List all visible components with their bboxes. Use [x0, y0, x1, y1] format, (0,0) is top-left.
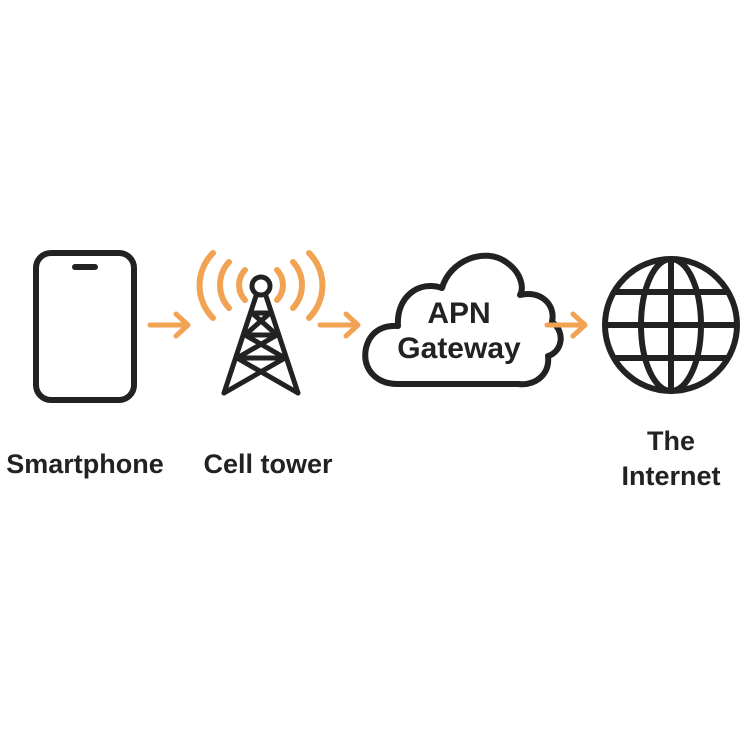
cell-tower-node: Cell tower — [196, 250, 333, 479]
arrow-right-icon — [317, 311, 361, 339]
internet-label-line2: Internet — [621, 461, 720, 491]
apn-gateway-node: APN Gateway — [362, 252, 564, 388]
internet-node: The Internet — [602, 256, 740, 491]
smartphone-icon — [33, 250, 137, 403]
internet-label-line1: The — [647, 426, 695, 456]
cell-tower-icon — [221, 274, 301, 396]
apn-gateway-label-line2: Gateway — [397, 332, 521, 365]
cell-tower-label: Cell tower — [203, 449, 333, 479]
cloud-icon — [362, 252, 564, 388]
arrow-right-icon — [544, 311, 588, 339]
globe-icon — [602, 256, 740, 394]
signal-waves-icon — [196, 250, 326, 321]
smartphone-label: Smartphone — [6, 449, 164, 479]
smartphone-node: Smartphone — [6, 250, 164, 479]
arrow-right-icon — [147, 311, 191, 339]
apn-gateway-label-line1: APN — [427, 297, 490, 330]
